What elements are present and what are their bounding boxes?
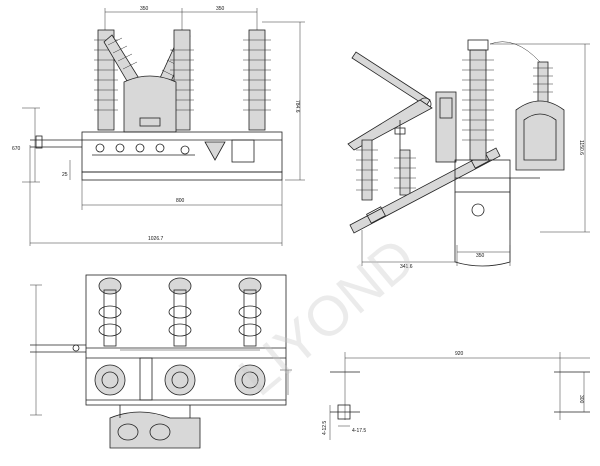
top-view-ct bbox=[109, 411, 201, 449]
dim-detail-small-a: 4-12.5 bbox=[322, 421, 328, 435]
insulator-center bbox=[159, 29, 194, 131]
mounting-detail: 920 300 4-12.5 4-17.5 bbox=[322, 351, 590, 440]
side-tank bbox=[454, 159, 511, 193]
dim-front-top-right: 350 bbox=[216, 6, 225, 12]
pole-top-a bbox=[98, 277, 122, 347]
top-view bbox=[30, 274, 292, 449]
side-current-transformer bbox=[515, 100, 565, 171]
slanted-insulator-2 bbox=[394, 149, 416, 196]
disconnector-blade bbox=[349, 147, 501, 234]
dim-front-overall-width: 1026.7 bbox=[148, 236, 164, 242]
dim-side-base-right: 350 bbox=[476, 253, 485, 259]
insulator-right bbox=[243, 29, 271, 131]
operating-arm bbox=[351, 51, 431, 107]
dim-side-base-left: 341.6 bbox=[400, 264, 413, 270]
slanted-insulator-1 bbox=[356, 139, 378, 201]
mechanism-box bbox=[435, 91, 457, 163]
dim-front-small: 25 bbox=[62, 172, 68, 178]
surge-arrester bbox=[489, 41, 553, 103]
pole-top-b bbox=[168, 277, 192, 347]
main-insulator bbox=[462, 39, 494, 161]
dim-detail-height: 300 bbox=[578, 395, 584, 404]
current-transformer bbox=[123, 75, 177, 133]
insulator-left bbox=[94, 29, 118, 131]
side-view: 1150.6 341.6 350 bbox=[347, 39, 590, 270]
dim-front-left-height: 670 bbox=[12, 146, 21, 152]
dim-front-height: 784.6 bbox=[294, 100, 300, 113]
bushing-c bbox=[234, 364, 266, 396]
dim-detail-small-b: 4-17.5 bbox=[352, 428, 366, 434]
warning-triangle-icon bbox=[204, 141, 226, 161]
front-view: 350 350 bbox=[12, 6, 305, 246]
dim-detail-width: 920 bbox=[455, 351, 464, 357]
dim-front-base-width: 800 bbox=[176, 198, 185, 204]
dim-side-height: 1150.6 bbox=[578, 140, 584, 155]
pole-top-c bbox=[238, 277, 262, 347]
bushing-a bbox=[94, 364, 126, 396]
dim-front-top-left: 350 bbox=[140, 6, 149, 12]
bushing-b bbox=[164, 364, 196, 396]
